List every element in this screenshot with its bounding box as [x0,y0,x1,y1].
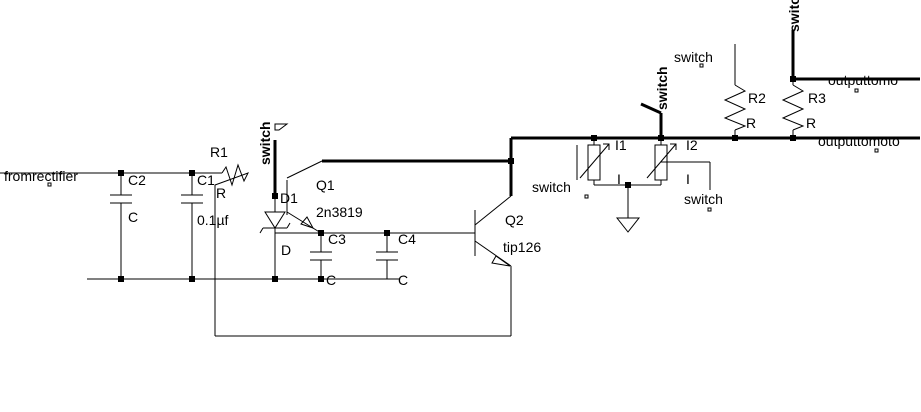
r2-value-label: R [746,115,756,131]
q2-arrow-icon [491,255,511,267]
current-source-i1 [579,143,610,181]
c1-name-label: C1 [197,172,215,188]
switch-left-label: switch [532,179,571,195]
q1-name-label: Q1 [316,177,335,193]
c3-value-label: C [326,272,336,288]
switch-vertical-label-3: switch [786,0,802,32]
switch-flag-icon [274,123,289,131]
current-source-i2 [646,143,677,181]
output-upper-label: outputtomo [828,72,898,88]
c2-value-label: C [128,209,138,225]
r2-name-label: R2 [748,90,766,106]
c4-name-label: C4 [398,231,416,247]
capacitor-c4 [376,251,398,261]
switch-vertical-label-1: switch [257,121,273,165]
wires [0,44,794,337]
q1-value-label: 2n3819 [316,204,363,220]
output-lower-label: outputtomoto [818,133,900,149]
resistor-r1 [214,163,250,187]
switch-vertical-label-2: switch [654,66,670,110]
from-rectifier-label: fromrectifier [4,168,78,184]
q1-arrow-icon [300,216,315,229]
junction-dots [118,76,796,282]
resistor-r3 [781,84,805,131]
switch-right-label: switch [684,191,723,207]
c3-name-label: C3 [328,231,346,247]
capacitor-c3 [310,251,332,261]
q2-name-label: Q2 [505,212,524,228]
r3-name-label: R3 [808,90,826,106]
c2-name-label: C2 [128,172,146,188]
i2-name-label: I2 [686,137,698,153]
r1-name-label: R1 [210,144,228,160]
ground-icon [615,217,641,233]
r3-value-label: R [806,115,816,131]
pin-markers [47,63,879,212]
c4-value-label: C [398,272,408,288]
capacitor-c1 [181,194,203,204]
d1-name-label: D1 [280,190,298,206]
i2-value-label: I [686,171,690,187]
diode-d1 [259,211,291,234]
q2-value-label: tip126 [503,239,541,255]
r1-value-label: R [216,185,226,201]
i1-name-label: I1 [615,137,627,153]
capacitor-c2 [110,194,132,204]
switch-top-label: switch [674,49,713,65]
resistor-r2 [723,84,747,131]
bus-wires [273,30,920,196]
d1-value-label: D [281,242,291,258]
c1-value-label: 0.1µf [197,212,229,228]
i1-value-label: I [617,171,621,187]
